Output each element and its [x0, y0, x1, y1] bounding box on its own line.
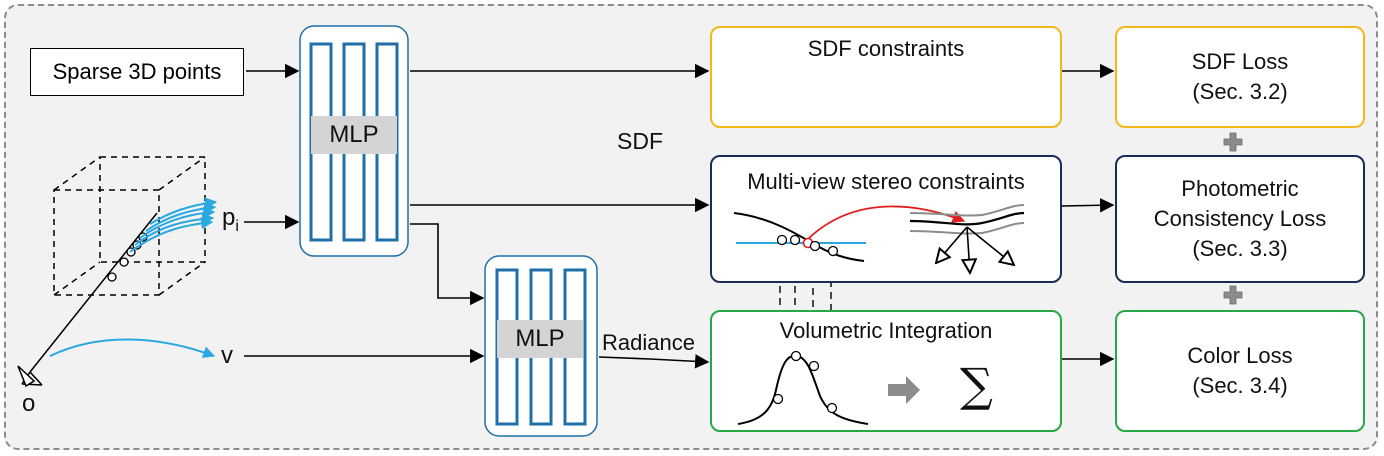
color-loss-section: (Sec. 3.4)	[1192, 373, 1288, 398]
photometric-loss-box: Photometric Consistency Loss (Sec. 3.3)	[1115, 155, 1365, 283]
color-loss-box: Color Loss (Sec. 3.4)	[1115, 310, 1365, 432]
blue-rays	[49, 197, 218, 358]
mlp-bottom-label-bg	[497, 320, 583, 358]
sparse-points-box: Sparse 3D points	[30, 48, 244, 96]
sparse-points-label: Sparse 3D points	[52, 59, 222, 84]
mlp-top-label-bg	[311, 116, 397, 154]
color-loss-title: Color Loss	[1187, 343, 1293, 368]
sdf-edge-label: SDF	[617, 128, 663, 154]
radiance-edge-label: Radiance	[602, 330, 695, 355]
sdf-loss-title: SDF Loss	[1191, 49, 1289, 74]
photometric-loss-line1: Photometric	[1181, 176, 1299, 201]
volumetric-integration-box: Volumetric Integration ∑	[710, 310, 1062, 432]
plus-signs	[1223, 132, 1243, 305]
volumetric-sketch	[737, 350, 920, 425]
mvs-constraints-box: Multi-view stereo constraints	[710, 155, 1062, 283]
connectors	[244, 63, 1115, 369]
mlp-top-label: MLP	[329, 121, 379, 148]
sum-symbol: ∑	[960, 358, 993, 412]
photometric-loss-line2: Consistency Loss	[1153, 206, 1327, 231]
sdf-constraints-title: SDF constraints	[807, 36, 965, 61]
photometric-loss-section: (Sec. 3.3)	[1192, 236, 1288, 261]
sdf-loss-box: SDF Loss (Sec. 3.2)	[1115, 26, 1365, 128]
sdf-constraints-box: SDF constraints	[710, 26, 1062, 128]
point-symbol-p: p	[222, 204, 236, 231]
point-symbol: pi	[222, 204, 239, 236]
sdf-loss-section: (Sec. 3.2)	[1192, 79, 1288, 104]
mlp-bottom-label: MLP	[515, 325, 565, 352]
ray-cube	[17, 156, 206, 388]
camera-origin-symbol: o	[22, 390, 36, 417]
point-symbol-sub: i	[235, 217, 239, 235]
mvs-sketch	[733, 204, 1025, 285]
view-direction-symbol: v	[221, 342, 233, 369]
volumetric-integration-title: Volumetric Integration	[779, 318, 993, 343]
mvs-constraints-title: Multi-view stereo constraints	[747, 169, 1025, 194]
